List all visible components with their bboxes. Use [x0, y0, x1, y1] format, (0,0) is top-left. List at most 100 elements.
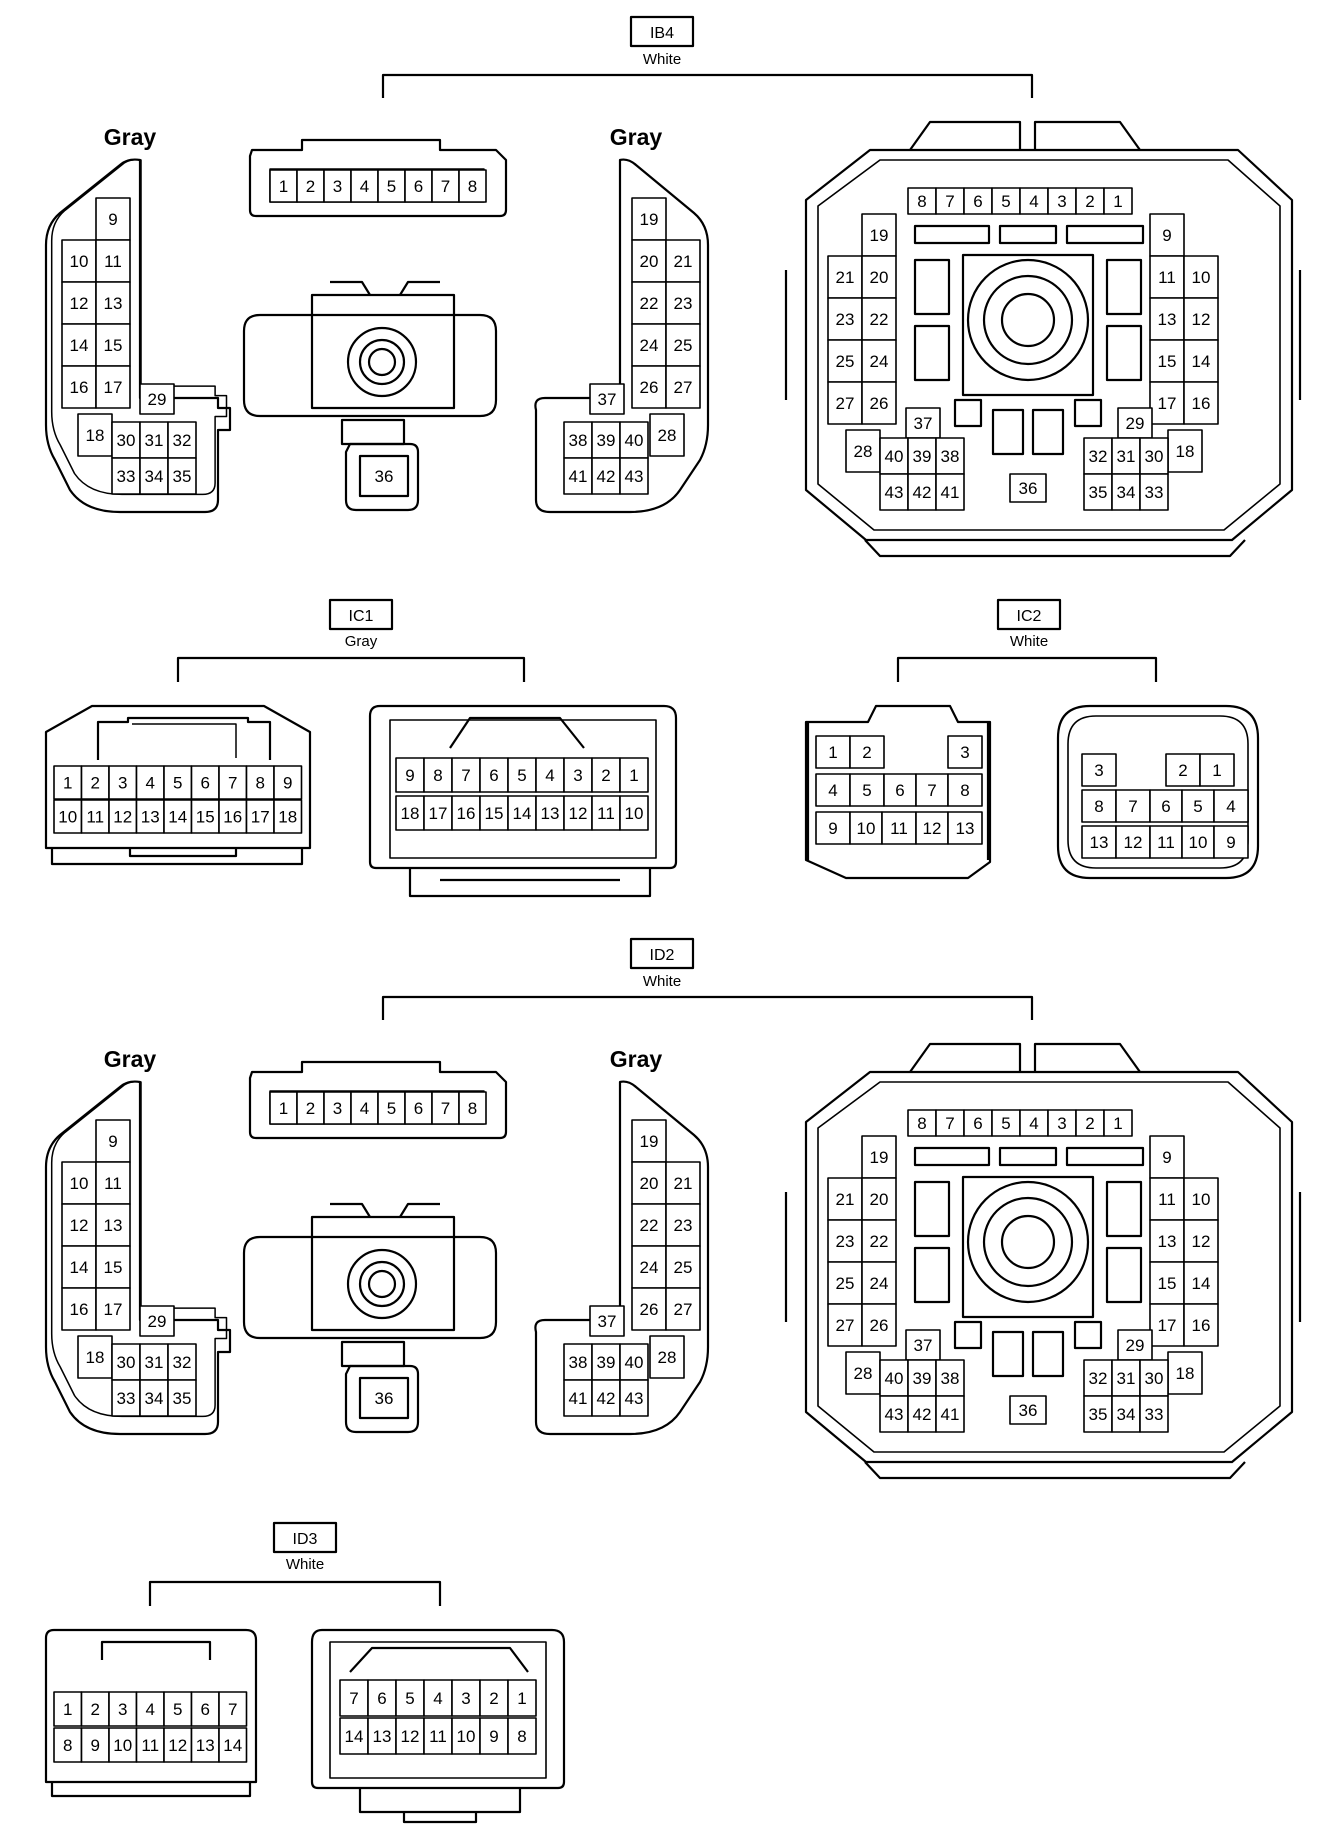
- pin-label: 31: [1117, 1369, 1136, 1388]
- pin-label: 2: [489, 1689, 498, 1708]
- pin-label: 22: [870, 1232, 889, 1251]
- pin-label: 14: [70, 1258, 89, 1277]
- pin-label: 40: [625, 431, 644, 450]
- housing-outline: [44, 704, 312, 850]
- center-ring: [982, 274, 1074, 366]
- adaptor-ring: [346, 1248, 418, 1320]
- pin-box: [861, 1219, 897, 1263]
- pin-box: [631, 1287, 667, 1331]
- pin-box: [1115, 789, 1151, 823]
- connector-color: White: [286, 1556, 324, 1573]
- slot: [1065, 224, 1145, 245]
- plug-outline: [248, 138, 508, 218]
- pin-label: 8: [256, 774, 265, 793]
- pin-box: [1139, 473, 1169, 511]
- adaptor-tab: [340, 418, 406, 446]
- pin-label: 27: [674, 1300, 693, 1319]
- pin-box: [1117, 407, 1153, 439]
- pin-box: [1111, 1359, 1141, 1397]
- pin-label: 28: [854, 1364, 873, 1383]
- pin-box: [108, 1727, 138, 1763]
- pin-box: [135, 1691, 165, 1727]
- pin-box: [1183, 1303, 1219, 1347]
- pin-label: 11: [86, 808, 104, 827]
- pin-label: 40: [885, 1369, 904, 1388]
- pin-label: 37: [914, 414, 933, 433]
- pin-label: 7: [228, 1700, 237, 1719]
- pin-box: [665, 365, 701, 409]
- pin-box: [1103, 1109, 1133, 1137]
- pin-label: 42: [597, 467, 616, 486]
- pin-label: 2: [1085, 192, 1094, 211]
- pin-label: 30: [117, 431, 136, 450]
- pin-label: 43: [625, 1389, 644, 1408]
- pin-label: 18: [1176, 1364, 1195, 1383]
- pin-label: 5: [387, 177, 396, 196]
- pin-label: 16: [1192, 394, 1211, 413]
- pin-box: [665, 239, 701, 283]
- pin-box: [1183, 297, 1219, 341]
- housing-outline: [44, 158, 232, 514]
- pin-label: 12: [70, 1216, 89, 1235]
- pin-box: [167, 1379, 197, 1417]
- pin-label: 2: [306, 177, 315, 196]
- pin-box: [95, 281, 131, 325]
- housing-color-label: Gray: [104, 124, 157, 150]
- center-frame: [961, 1175, 1095, 1319]
- housing-base: [408, 868, 652, 898]
- pin-label: 14: [1192, 352, 1211, 371]
- pin-label: 5: [1001, 192, 1010, 211]
- pin-label: 10: [457, 1727, 476, 1746]
- pin-label: 38: [569, 431, 588, 450]
- slot: [953, 1320, 983, 1350]
- pin-label: 13: [1090, 833, 1109, 852]
- pin-box: [563, 795, 593, 831]
- pin-box: [423, 757, 453, 793]
- pin-label: 9: [1226, 833, 1235, 852]
- housing-side: [806, 722, 990, 860]
- connector-color: White: [1010, 633, 1048, 650]
- pin-label: 22: [640, 294, 659, 313]
- pin-label: 34: [145, 1389, 164, 1408]
- pin-label: 37: [598, 390, 617, 409]
- housing-latch: [449, 716, 585, 749]
- pin-label: 23: [674, 294, 693, 313]
- pin-label: 7: [945, 192, 954, 211]
- pin-box: [507, 757, 537, 793]
- pin-box: [1149, 789, 1183, 823]
- pin-box: [991, 1109, 1021, 1137]
- pin-label: 32: [173, 1353, 192, 1372]
- connector-code-box: [629, 15, 695, 48]
- pin-label: 2: [1085, 1114, 1094, 1133]
- adaptor-outline: [242, 313, 498, 418]
- pin-label: 42: [913, 1405, 932, 1424]
- pin-box: [665, 1161, 701, 1205]
- pin-box: [135, 1727, 165, 1763]
- pin-box: [53, 1727, 83, 1763]
- pin-box: [95, 197, 131, 241]
- bottom-rail: [864, 1461, 1246, 1480]
- pin-label: 6: [895, 781, 904, 800]
- adaptor-latch: [330, 280, 440, 296]
- pin-label: 5: [173, 1700, 182, 1719]
- pin-label: 29: [1126, 1336, 1145, 1355]
- pin-box: [861, 381, 897, 425]
- pin-label: 18: [278, 808, 297, 827]
- pin-label: 19: [640, 210, 659, 229]
- pin-label: 3: [960, 743, 969, 762]
- pin-label: 21: [836, 268, 855, 287]
- pin-box: [358, 1376, 410, 1420]
- pin-box: [245, 799, 275, 834]
- pin-box: [845, 429, 881, 473]
- pin-box: [423, 1679, 453, 1717]
- slot: [1105, 1180, 1143, 1238]
- pin-box: [431, 1091, 460, 1125]
- slot: [1031, 408, 1065, 456]
- slot: [1105, 258, 1143, 316]
- bracket: [148, 1580, 442, 1606]
- pin-label: 6: [489, 766, 498, 785]
- pin-box: [53, 765, 83, 800]
- pin-box: [1181, 789, 1215, 823]
